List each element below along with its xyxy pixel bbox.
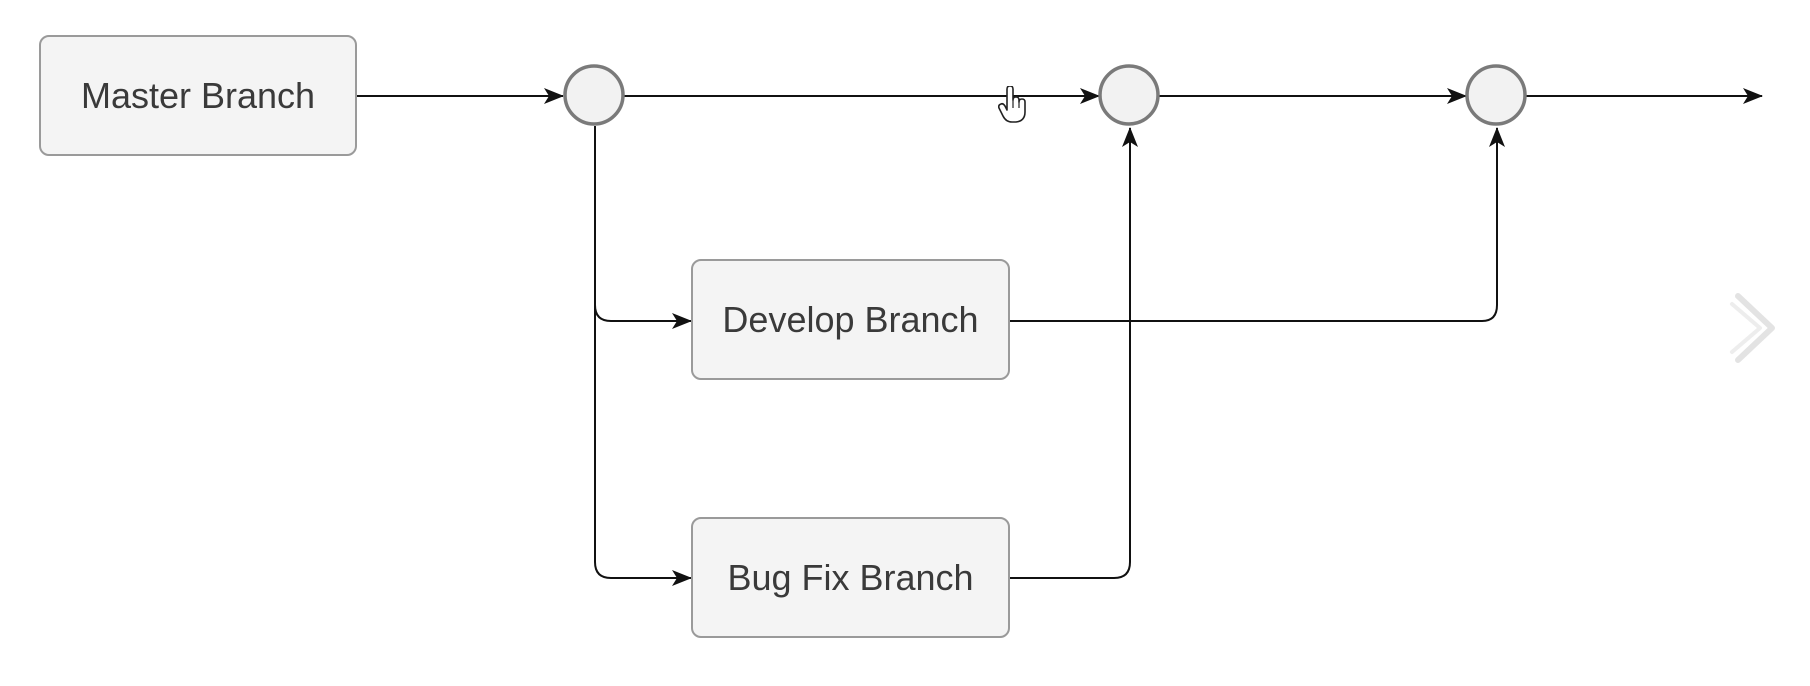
edge-develop-to-commit-3 — [1010, 127, 1505, 322]
develop-branch-label: Develop Branch — [722, 298, 979, 340]
edge-bugfix-to-commit-2 — [1010, 127, 1138, 579]
commit-node[interactable] — [1098, 64, 1160, 126]
edge-commit-1-to-develop — [594, 126, 692, 329]
bugfix-branch-box[interactable]: Bug Fix Branch — [691, 517, 1010, 638]
commit-node[interactable] — [563, 64, 625, 126]
commit-node[interactable] — [1465, 64, 1527, 126]
chevron-right-icon[interactable] — [1728, 290, 1784, 366]
bugfix-branch-label: Bug Fix Branch — [727, 556, 974, 598]
develop-branch-box[interactable]: Develop Branch — [691, 259, 1010, 380]
edge-commit-1-to-bugfix — [594, 290, 692, 586]
master-branch-box[interactable]: Master Branch — [39, 35, 357, 156]
master-branch-label: Master Branch — [80, 74, 316, 116]
